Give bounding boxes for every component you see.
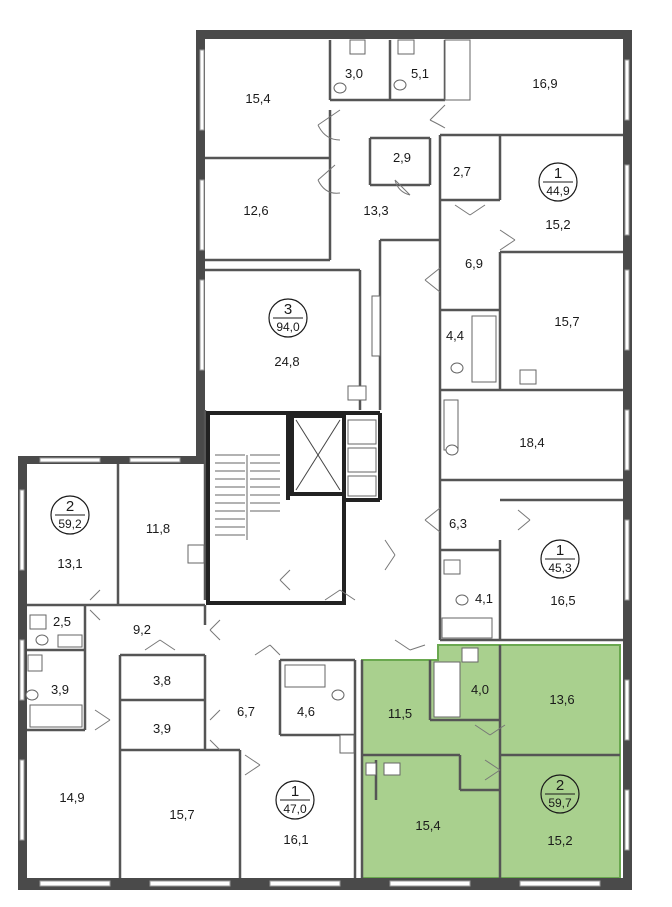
apartment-total-area: 47,0 [283, 802, 307, 816]
apartment-badge[interactable]: 1 47,0 [275, 780, 315, 820]
room-area-label: 3,9 [153, 721, 171, 736]
room-area-label: 3,0 [345, 66, 363, 81]
apartment-total-area: 94,0 [276, 320, 300, 334]
room-area-label: 15,2 [547, 833, 572, 848]
room-area-label: 15,2 [545, 217, 570, 232]
interior-walls [27, 40, 623, 878]
apartment-badge[interactable]: 1 45,3 [540, 539, 580, 579]
room-area-label: 13,3 [363, 203, 388, 218]
room-area-label: 16,9 [532, 76, 557, 91]
room-area-label: 4,6 [297, 704, 315, 719]
apartment-total-area: 45,3 [548, 561, 572, 575]
bathroom-fixtures [25, 39, 537, 776]
room-area-label: 4,4 [446, 328, 464, 343]
room-area-label: 18,4 [519, 435, 544, 450]
apartment-badges: 1 44,9 3 94,0 2 59,2 1 45,3 1 47,0 [50, 162, 580, 820]
room-area-label: 16,1 [283, 832, 308, 847]
room-area-label: 12,6 [243, 203, 268, 218]
apartment-room-count: 2 [66, 498, 74, 515]
apartment-room-count: 1 [554, 165, 562, 182]
room-area-label: 6,3 [449, 516, 467, 531]
room-area-label: 16,5 [550, 593, 575, 608]
room-area-label: 14,9 [59, 790, 84, 805]
room-area-label: 4,1 [475, 591, 493, 606]
apartment-total-area: 44,9 [546, 184, 570, 198]
room-area-label: 3,8 [153, 673, 171, 688]
room-area-label: 6,7 [237, 704, 255, 719]
room-area-label: 15,4 [415, 818, 440, 833]
room-area-label: 6,9 [465, 256, 483, 271]
room-area-label: 2,7 [453, 164, 471, 179]
highlighted-apartment[interactable] [361, 644, 621, 879]
room-area-label: 15,4 [245, 91, 270, 106]
apartment-room-count: 3 [284, 301, 292, 318]
room-area-label: 3,9 [51, 682, 69, 697]
room-area-label: 2,9 [393, 150, 411, 165]
building-core [206, 411, 382, 605]
apartment-total-area: 59,2 [58, 517, 82, 531]
apartment-room-count: 1 [291, 783, 299, 800]
apartment-badge-highlighted[interactable]: 2 59,7 [540, 774, 580, 814]
room-area-label: 4,0 [471, 682, 489, 697]
room-area-label: 5,1 [411, 66, 429, 81]
room-area-label: 11,5 [388, 706, 412, 721]
doors [89, 104, 531, 781]
apartment-badge[interactable]: 2 59,2 [50, 495, 90, 535]
apartment-room-count: 1 [556, 542, 564, 559]
apartment-total-area: 59,7 [548, 796, 572, 810]
room-labels: 15,4 3,0 5,1 16,9 2,9 2,7 15,2 12,6 13,3… [51, 66, 580, 848]
room-area-label: 24,8 [274, 354, 299, 369]
room-area-label: 15,7 [169, 807, 194, 822]
room-area-label: 15,7 [554, 314, 579, 329]
apartment-room-count: 2 [556, 777, 564, 794]
room-area-label: 13,6 [549, 692, 574, 707]
room-area-label: 11,8 [146, 521, 170, 536]
room-area-label: 13,1 [57, 556, 82, 571]
apartment-badge[interactable]: 3 94,0 [268, 298, 308, 338]
room-area-label: 2,5 [53, 614, 71, 629]
room-area-label: 9,2 [133, 622, 151, 637]
windows [19, 49, 630, 887]
apartment-badge[interactable]: 1 44,9 [538, 162, 578, 202]
